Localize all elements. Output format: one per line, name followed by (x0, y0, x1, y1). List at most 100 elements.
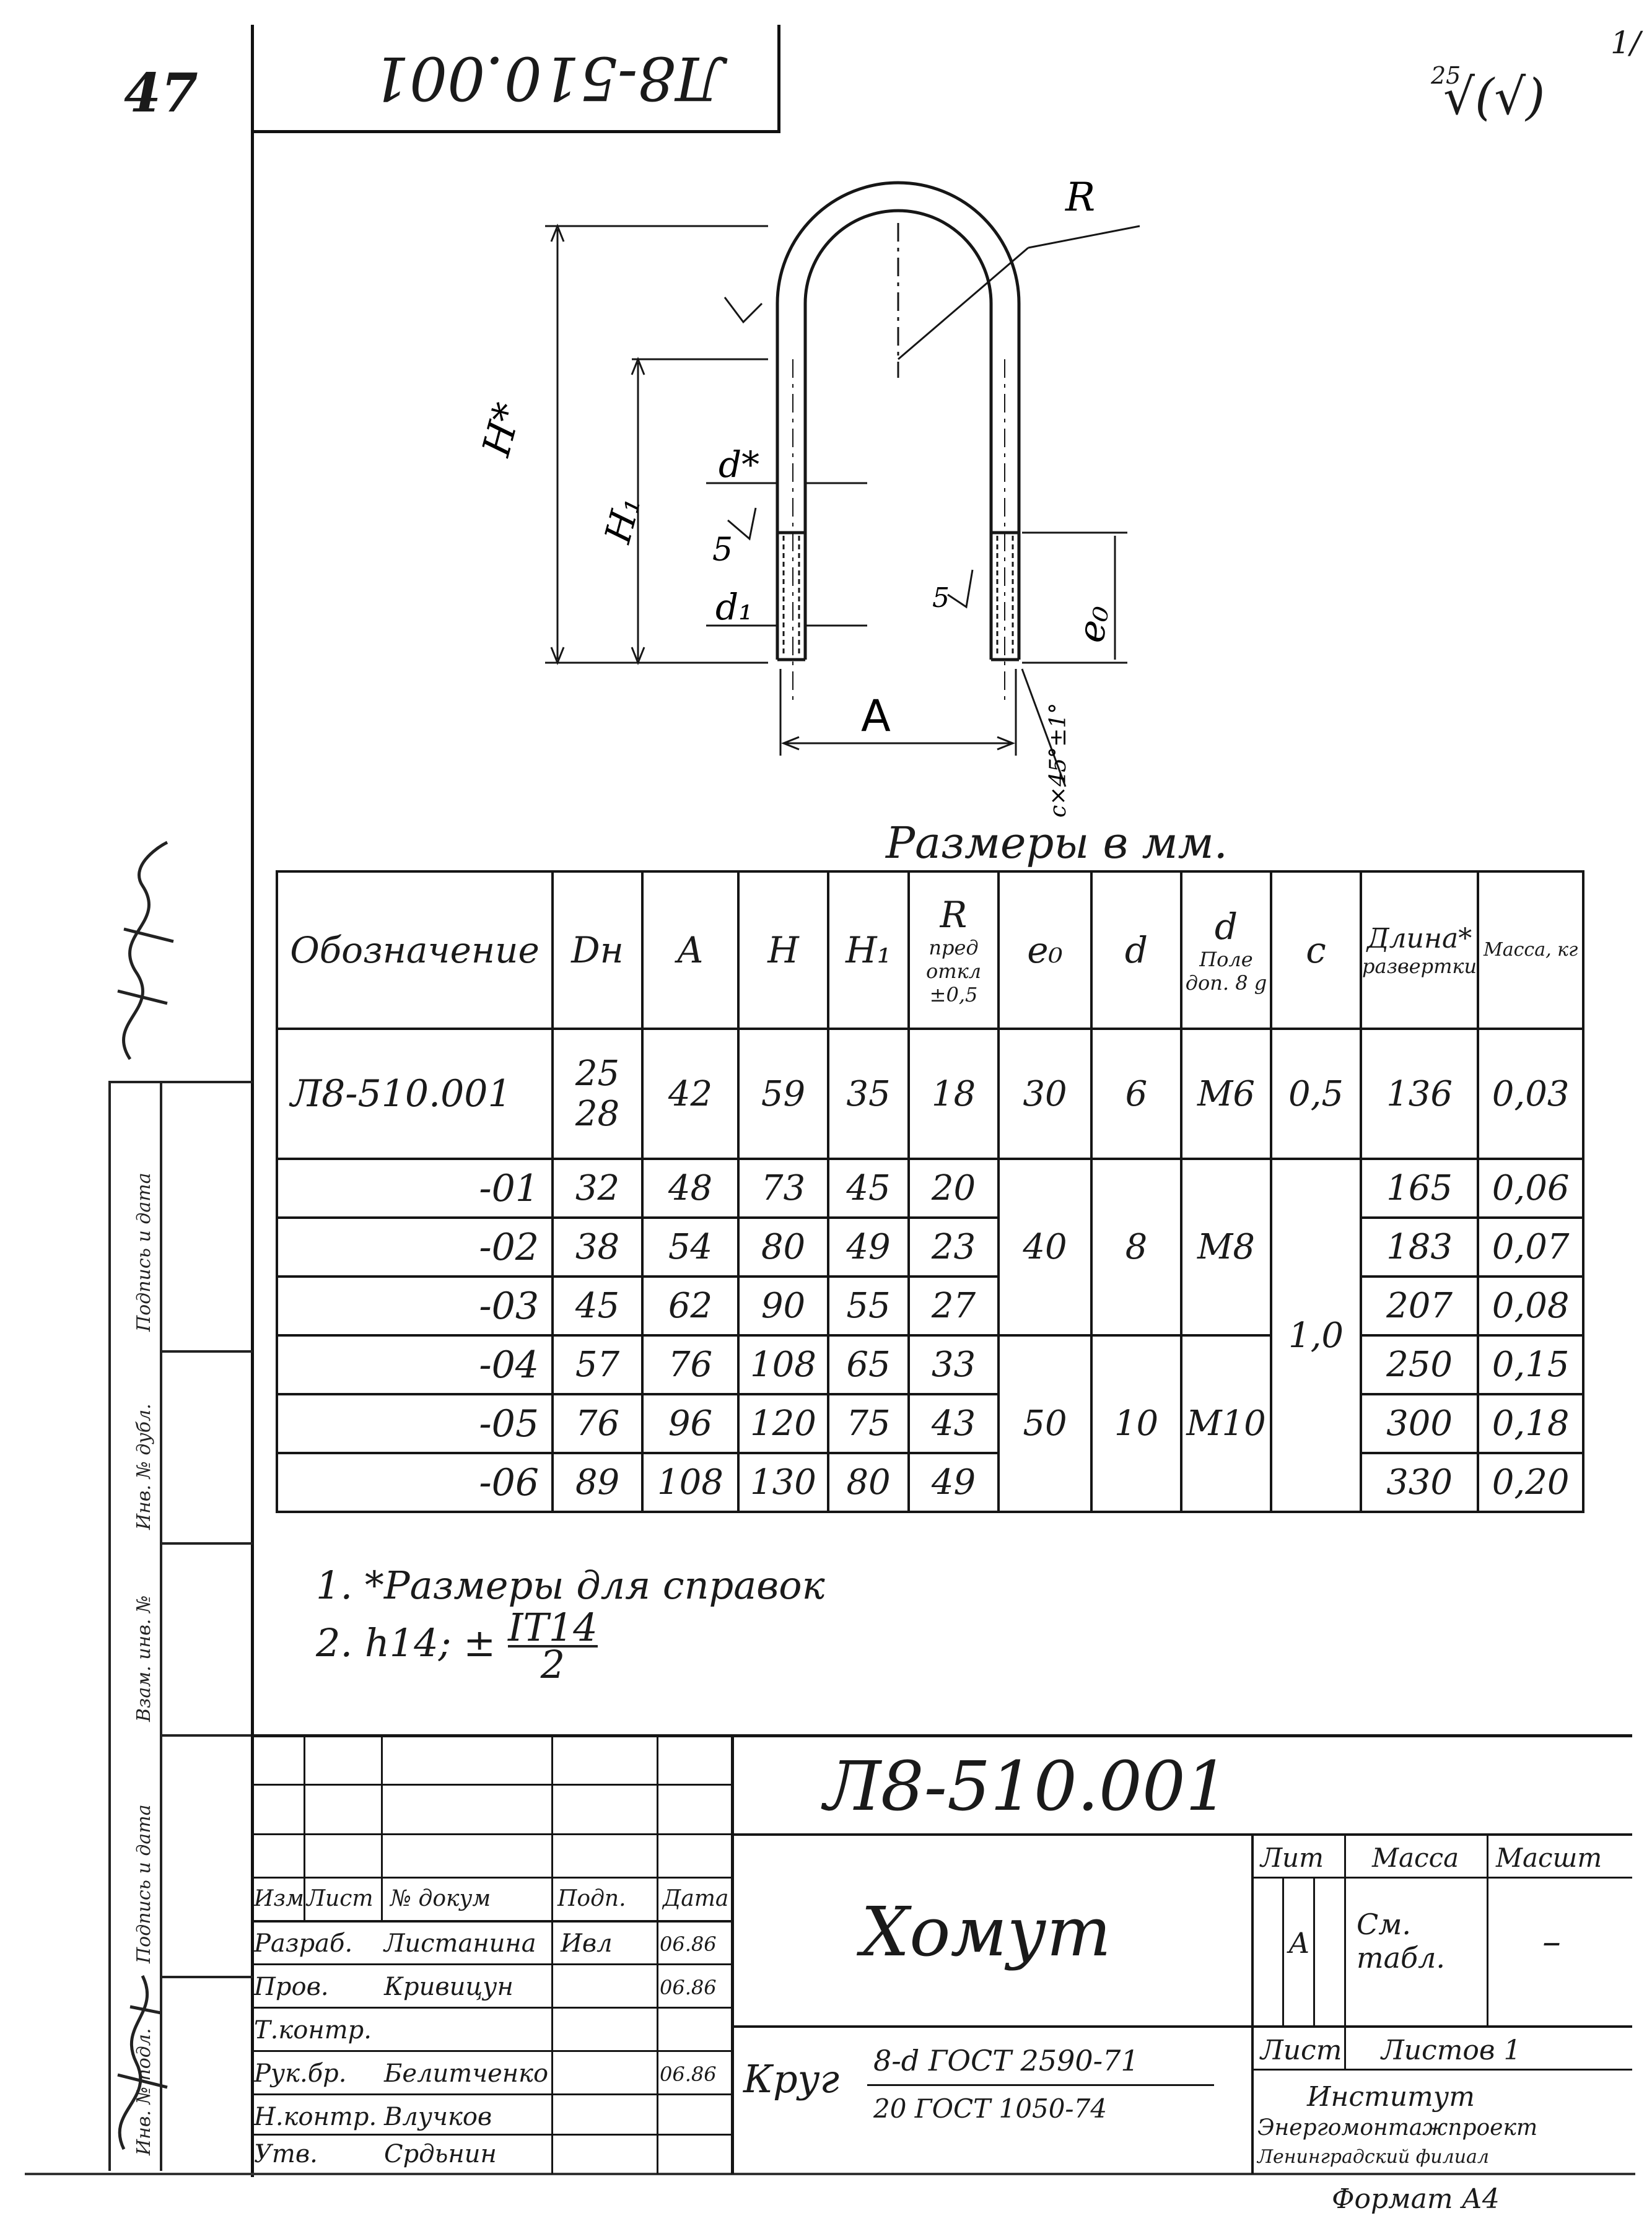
mass-label: Масса (1372, 1843, 1459, 1873)
header-dt-sub: Поле доп. 8 g (1185, 948, 1267, 995)
grid-line (251, 1833, 731, 1835)
header-mass: Масса, кг (1477, 870, 1585, 1030)
margin-signature-2 (117, 1975, 168, 2150)
row-h1: 55 (827, 1275, 910, 1337)
margin-label-sign-date-2: Подпись и дата (133, 1804, 155, 1963)
role-prov: Пров. (254, 1973, 329, 2001)
sheet-label: Лист (1261, 2035, 1342, 2066)
row-dn: 45 (551, 1275, 644, 1337)
note-2: 2. h14; ± IT14 2 (316, 1608, 825, 1687)
row-designation: -05 (276, 1393, 554, 1454)
grid-line (251, 2050, 731, 2052)
cell-e0-40: 40 (997, 1158, 1093, 1337)
sheet-corner-mark: 1/ (1610, 25, 1641, 61)
date-rukbr: 06.86 (660, 2062, 717, 2086)
row-dn: 57 (551, 1334, 644, 1395)
cell-d-10: 10 (1090, 1334, 1182, 1513)
title-block-line (1487, 1833, 1488, 2025)
margin-divider (160, 1542, 253, 1545)
row-designation: -01 (276, 1158, 554, 1219)
row-r: 23 (907, 1216, 1000, 1278)
cell-c-10: 1,0 (1270, 1158, 1362, 1513)
grid-line (251, 1784, 731, 1786)
date-razrab: 06.86 (660, 1932, 717, 1956)
format-label: Формат А4 (1332, 2183, 1500, 2215)
note-2-text: 2. h14; ± (316, 1620, 496, 1666)
header-dt-text: d (1214, 906, 1238, 948)
header-dn: Dн (551, 870, 644, 1030)
drawing-number-inverted: Л8-510.001 (372, 43, 725, 113)
sign-razrab: Ивл (561, 1929, 613, 1958)
header-length-text: Длина* (1366, 922, 1472, 954)
grid-line (551, 1734, 553, 2174)
label-thread-5: 5 (712, 531, 733, 569)
scale-value: – (1542, 1920, 1561, 1963)
u-bolt-drawing: R H* H₁ d* d₁ 5 5 e₀ A c×45°±1° (473, 175, 1140, 818)
row-h1: 49 (827, 1216, 910, 1278)
header-length-sub: развертки (1362, 954, 1477, 978)
grid-line (251, 1963, 731, 1965)
row-h1: 65 (827, 1334, 910, 1395)
grid-line (304, 1734, 305, 1920)
date-prov: 06.86 (660, 1976, 717, 1999)
table-row: -03 45 62 90 55 27 207 0,08 (276, 1275, 1585, 1337)
row-length: 250 (1359, 1334, 1480, 1395)
name-nkontr: Влучков (384, 2103, 492, 2131)
row-length: 165 (1359, 1158, 1480, 1219)
material-fraction-line (867, 2084, 1214, 2086)
row-h1: 75 (827, 1393, 910, 1454)
row-a: 54 (641, 1216, 740, 1278)
title-block-top (251, 1734, 1632, 1737)
org-line-1: Институт (1307, 2081, 1475, 2113)
header-e0: e₀ (997, 870, 1093, 1030)
header-r-sub: пред откл ±0,5 (925, 936, 982, 1006)
header-r-text: R (940, 894, 968, 936)
name-utv: Срдьнин (384, 2140, 497, 2168)
row-h: 73 (737, 1158, 829, 1219)
header-h: H (737, 870, 829, 1030)
row-mass: 0,18 (1477, 1393, 1585, 1454)
row-length: 183 (1359, 1216, 1480, 1278)
name-rukbr: Белитченко (384, 2059, 549, 2088)
label-d1: d₁ (715, 586, 753, 628)
margin-label-dup-inv: Инв. № дубл. (133, 1403, 155, 1530)
row-h: 108 (737, 1334, 829, 1395)
margin-divider (108, 1081, 160, 1083)
label-H1: H₁ (597, 492, 649, 548)
title-block-line (731, 1833, 1632, 1836)
row-dn-2: 28 (575, 1094, 620, 1134)
margin-label-sign-date: Подпись и дата (133, 1172, 155, 1332)
margin-line-left (108, 1081, 111, 2171)
table-row: -06 89 108 130 80 49 330 0,20 (276, 1452, 1585, 1513)
notes: 1. *Размеры для справок 2. h14; ± IT14 2 (316, 1561, 825, 1687)
margin-label-replace-inv: Взам. инв. № (133, 1595, 155, 1722)
row-designation: -02 (276, 1216, 554, 1278)
row-e0: 30 (997, 1028, 1093, 1160)
material-word: Круг (743, 2056, 839, 2102)
row-r: 43 (907, 1393, 1000, 1454)
note-2-fraction: IT14 2 (507, 1608, 598, 1687)
header-h1: H₁ (827, 870, 910, 1030)
table-row: -05 76 96 120 75 43 300 0,18 (276, 1393, 1585, 1454)
row-a: 42 (641, 1028, 740, 1160)
row-a: 48 (641, 1158, 740, 1219)
label-thread-5b: 5 (932, 582, 950, 614)
row-mass: 0,06 (1477, 1158, 1585, 1219)
row-thread: М6 (1180, 1028, 1272, 1160)
label-e0: e₀ (1069, 602, 1118, 646)
note-2-den: 2 (540, 1642, 566, 1687)
table-row: -02 38 54 80 49 23 183 0,07 (276, 1216, 1585, 1278)
grid-line (251, 2134, 731, 2136)
grid-line (251, 1877, 731, 1879)
row-dn: 76 (551, 1393, 644, 1454)
roughness-sign: √(√) (1443, 68, 1545, 126)
role-nkontr: Н.контр. (254, 2103, 377, 2131)
row-d: 6 (1090, 1028, 1182, 1160)
label-A: A (861, 691, 891, 741)
margin-divider (160, 1734, 253, 1737)
drawing-frame (251, 25, 1635, 2177)
row-h1: 35 (827, 1028, 910, 1160)
